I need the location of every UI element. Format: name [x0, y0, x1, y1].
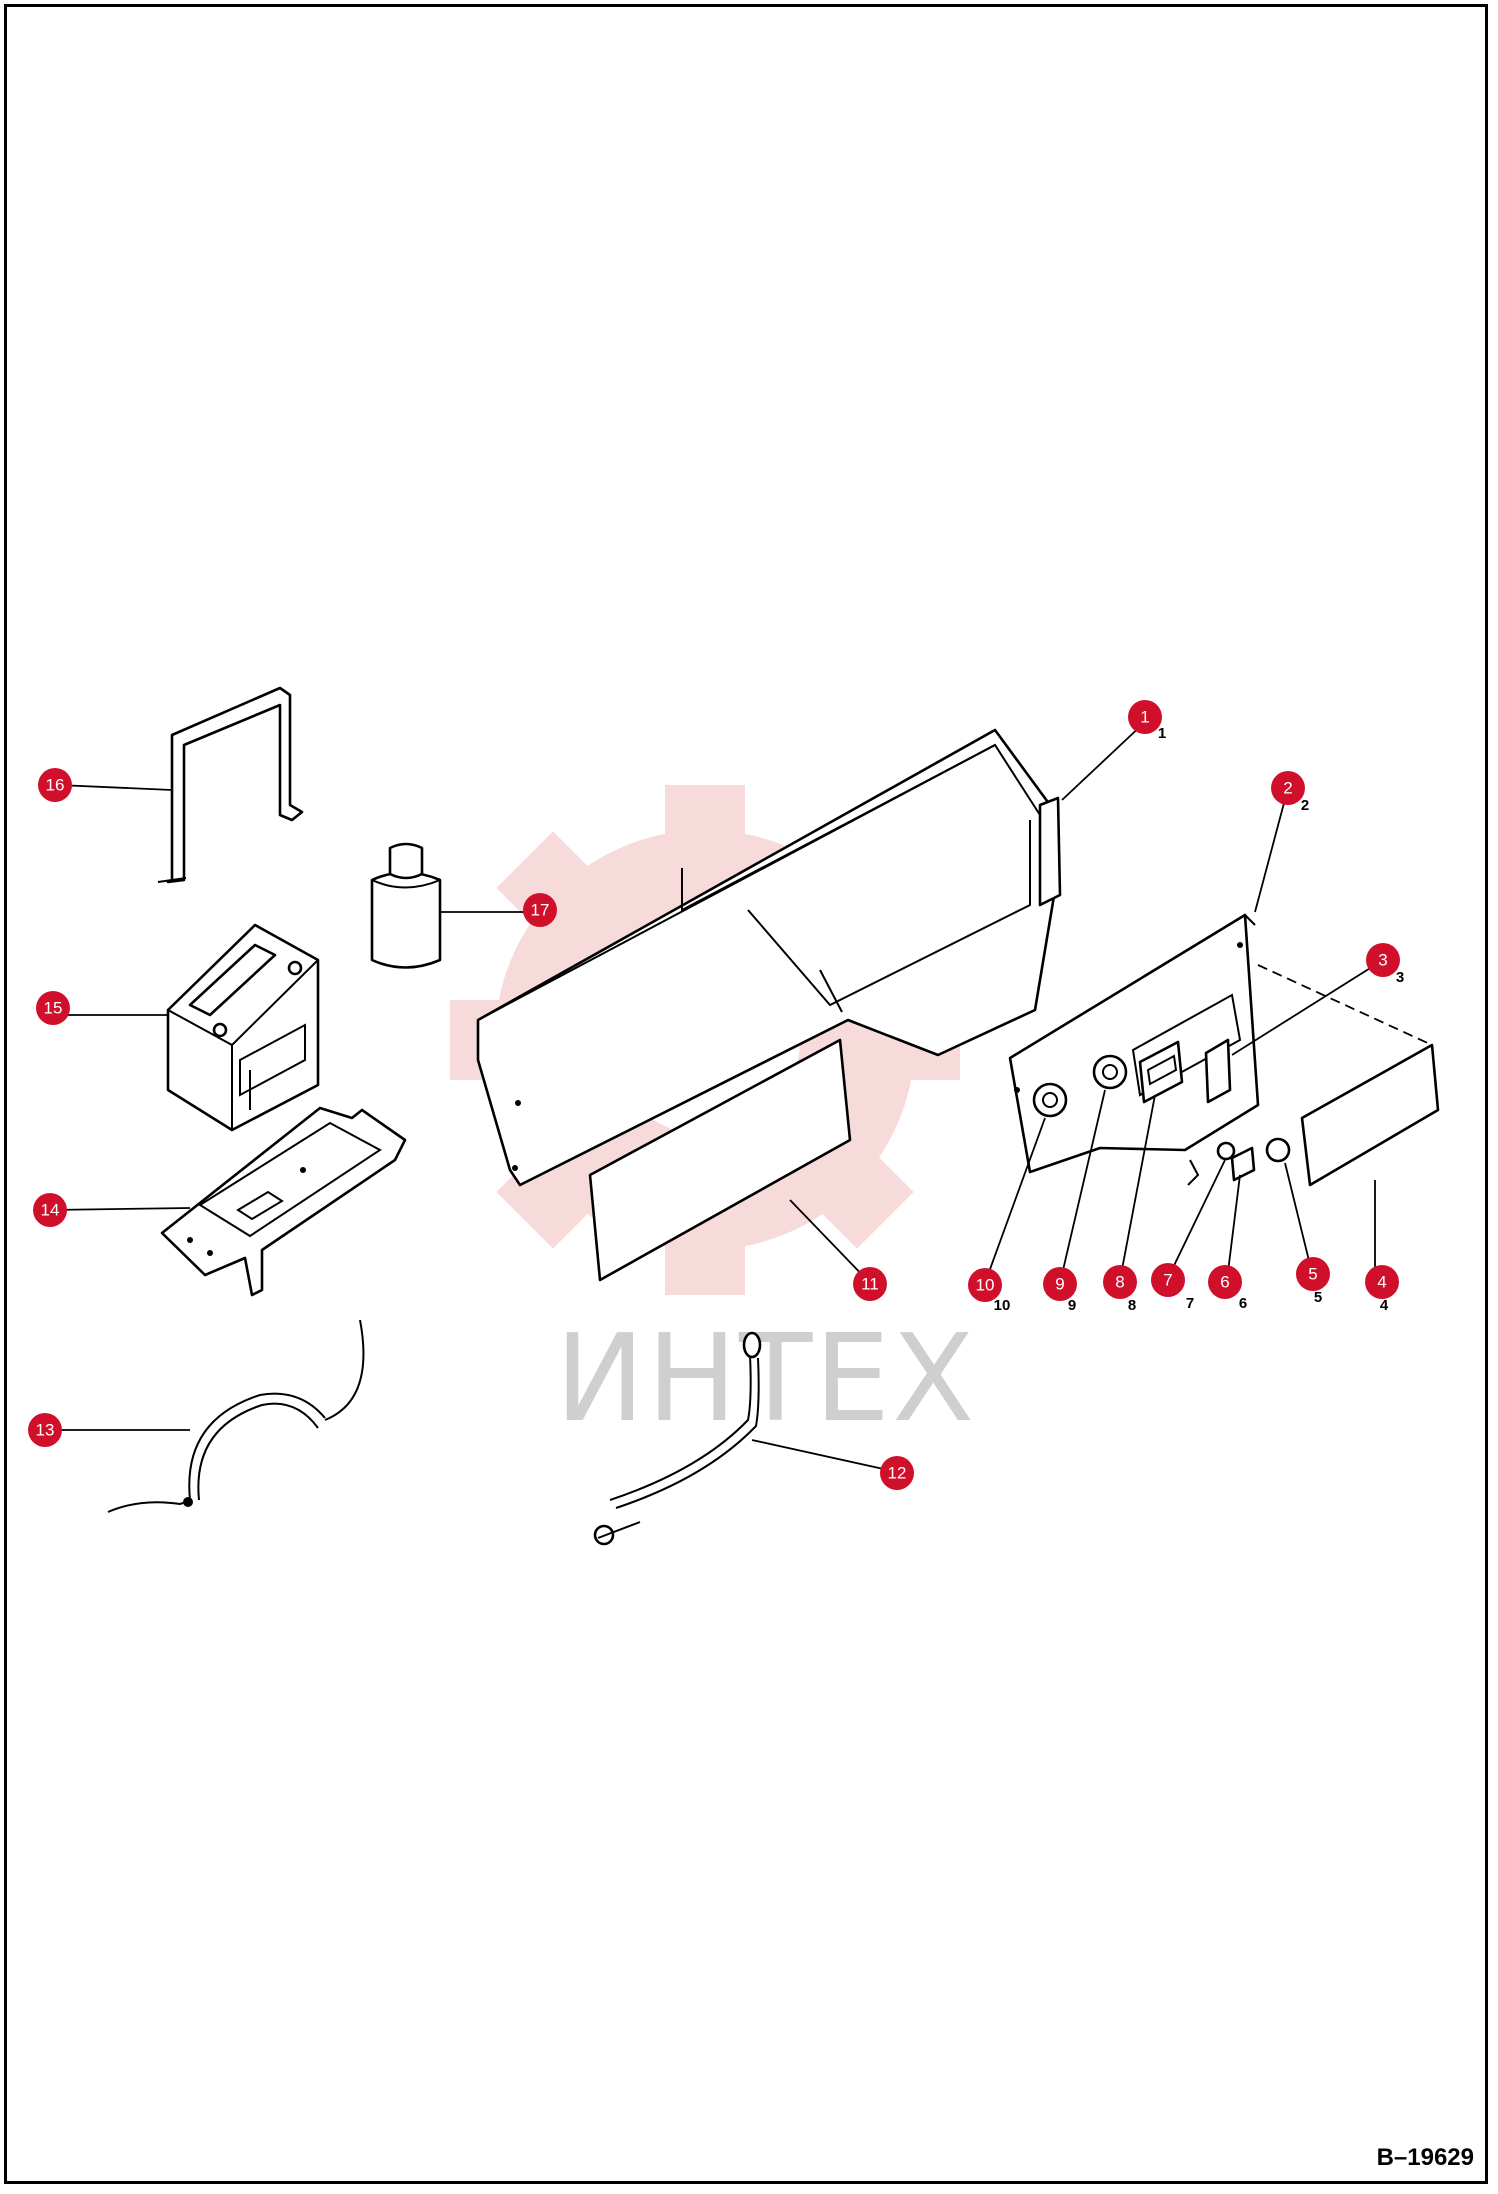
callout-11: 11: [853, 1267, 887, 1301]
drawing-id-label: B–19629: [1376, 2144, 1474, 2171]
callout-9: 99: [1043, 1267, 1077, 1314]
callout-5: 55: [1296, 1257, 1330, 1306]
svg-text:16: 16: [46, 776, 65, 795]
watermark-text: ИНТЕХ: [555, 1310, 976, 1449]
cover-plate: [588, 1038, 852, 1282]
callout-14: 14: [33, 1193, 67, 1227]
svg-text:10: 10: [976, 1276, 995, 1295]
wire-harness: [107, 1319, 365, 1513]
callout-7: 77: [1151, 1263, 1194, 1312]
svg-text:7: 7: [1163, 1271, 1172, 1290]
callout-3: 33: [1366, 943, 1404, 986]
svg-text:7: 7: [1186, 1295, 1194, 1312]
svg-text:6: 6: [1239, 1295, 1247, 1312]
svg-text:2: 2: [1301, 797, 1309, 814]
svg-text:17: 17: [531, 901, 550, 920]
svg-text:5: 5: [1308, 1265, 1317, 1284]
callout-6: 66: [1208, 1265, 1247, 1312]
svg-text:2: 2: [1283, 779, 1292, 798]
panel-gasket: [1257, 964, 1440, 1187]
svg-text:13: 13: [36, 1421, 55, 1440]
svg-text:3: 3: [1396, 969, 1404, 986]
svg-text:10: 10: [994, 1297, 1011, 1314]
battery-tray: [160, 1106, 407, 1297]
svg-text:9: 9: [1068, 1297, 1076, 1314]
leader-lines: [45, 721, 1384, 1473]
svg-text:9: 9: [1055, 1275, 1064, 1294]
callout-8: 88: [1103, 1265, 1137, 1314]
svg-text:6: 6: [1220, 1273, 1229, 1292]
plug-cap: [1265, 1137, 1291, 1163]
callout-2: 22: [1271, 771, 1309, 814]
svg-text:15: 15: [44, 999, 63, 1018]
control-box-frame: [476, 728, 1062, 1187]
callout-17: 17: [523, 893, 557, 927]
callout-12: 12: [880, 1456, 914, 1490]
svg-text:5: 5: [1314, 1289, 1322, 1306]
battery: [166, 923, 320, 1132]
battery-strap: [157, 686, 304, 884]
control-panel: [1008, 913, 1260, 1186]
svg-text:3: 3: [1378, 951, 1387, 970]
svg-text:8: 8: [1115, 1273, 1124, 1292]
svg-text:4: 4: [1377, 1273, 1386, 1292]
svg-text:11: 11: [861, 1275, 879, 1294]
filter-canister: [370, 842, 442, 969]
callout-16: 16: [38, 768, 72, 802]
callout-13: 13: [28, 1413, 62, 1447]
drawing-frame: [4, 4, 1488, 2184]
svg-text:1: 1: [1158, 725, 1166, 742]
svg-text:14: 14: [41, 1201, 60, 1220]
svg-text:4: 4: [1380, 1297, 1389, 1314]
svg-text:1: 1: [1140, 708, 1149, 727]
callout-4: 44: [1365, 1265, 1399, 1314]
svg-text:12: 12: [888, 1464, 907, 1483]
battery-cable: [593, 1331, 762, 1546]
callout-1: 11: [1128, 700, 1166, 742]
switch-block: [1230, 1146, 1256, 1182]
callout-15: 15: [36, 991, 70, 1025]
svg-text:8: 8: [1128, 1297, 1136, 1314]
